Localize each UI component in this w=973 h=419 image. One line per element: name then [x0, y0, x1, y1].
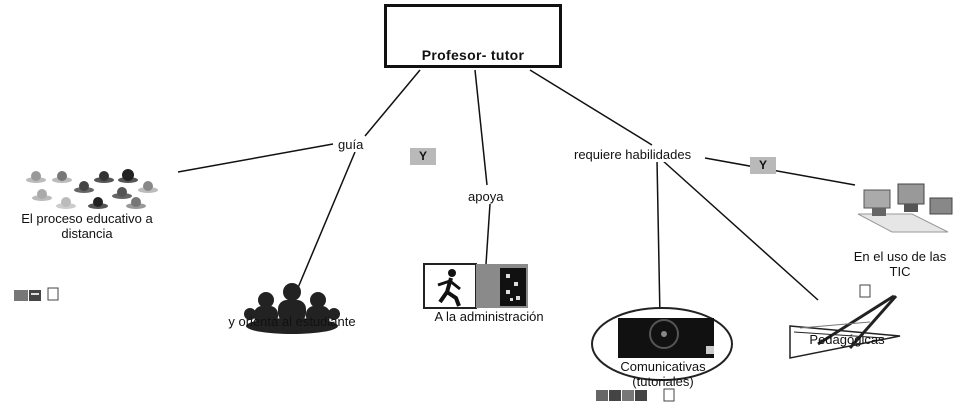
geometry-tools-icon	[789, 294, 901, 359]
computers-network-icon	[857, 183, 953, 233]
conjunction-y-2: Y	[750, 157, 776, 174]
node-comunicativas[interactable]: Comunicativas (tutoriales)	[620, 359, 706, 389]
node-pedagogicas[interactable]: Pedagógicas	[809, 332, 885, 347]
root-concept-label: Profesor- tutor	[421, 47, 525, 63]
connector-lines	[177, 69, 856, 319]
node-orienta[interactable]: y orienta al estudiante	[228, 314, 356, 329]
people-group-icon	[26, 169, 158, 209]
disc-icon	[591, 307, 733, 381]
node-administracion[interactable]: A la administración	[434, 309, 544, 324]
link-label-apoya: apoya	[466, 189, 506, 204]
resource-icon	[14, 290, 647, 401]
students-icon	[244, 283, 340, 334]
link-label-guia: guía	[336, 137, 366, 152]
node-tic[interactable]: En el uso de las TIC	[853, 249, 947, 279]
link-label-requiere: requiere habilidades	[572, 147, 694, 162]
node-proceso[interactable]: El proceso educativo a distancia	[21, 211, 153, 241]
running-man-icon	[423, 263, 477, 309]
door-icon	[476, 264, 528, 308]
document-icon	[47, 284, 871, 402]
root-concept-node[interactable]: Profesor- tutor	[384, 4, 562, 68]
conjunction-y-1: Y	[410, 148, 436, 165]
